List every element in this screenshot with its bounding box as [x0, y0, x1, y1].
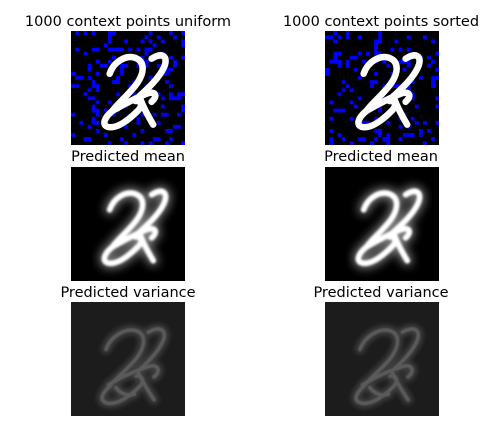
variance-right-image — [325, 302, 439, 416]
context-uniform-image — [71, 31, 185, 145]
digit-stroke — [101, 188, 169, 267]
context-sorted-canvas — [325, 31, 439, 145]
digit-stroke — [355, 52, 423, 131]
panel-title-mean-left: Predicted mean — [71, 149, 185, 165]
variance-left-image — [71, 302, 185, 416]
variance-right-canvas — [325, 302, 439, 416]
digit-stroke — [100, 327, 167, 406]
panel-title-context-uniform: 1000 context points uniform — [24, 14, 232, 30]
digit-stroke — [101, 52, 169, 131]
digit-stroke — [355, 188, 423, 267]
mean-left-image — [71, 167, 185, 281]
panel-title-variance-left: Predicted variance — [60, 285, 196, 301]
mean-right-canvas — [325, 167, 439, 281]
panel-title-variance-right: Predicted variance — [313, 285, 449, 301]
mean-left-canvas — [71, 167, 185, 281]
context-uniform-canvas — [71, 31, 185, 145]
digit-stroke — [354, 327, 421, 406]
context-pixels — [325, 31, 439, 145]
panel-title-context-sorted: 1000 context points sorted — [282, 14, 480, 30]
panel-title-mean-right: Predicted mean — [324, 149, 438, 165]
context-sorted-image — [325, 31, 439, 145]
variance-left-canvas — [71, 302, 185, 416]
mean-right-image — [325, 167, 439, 281]
